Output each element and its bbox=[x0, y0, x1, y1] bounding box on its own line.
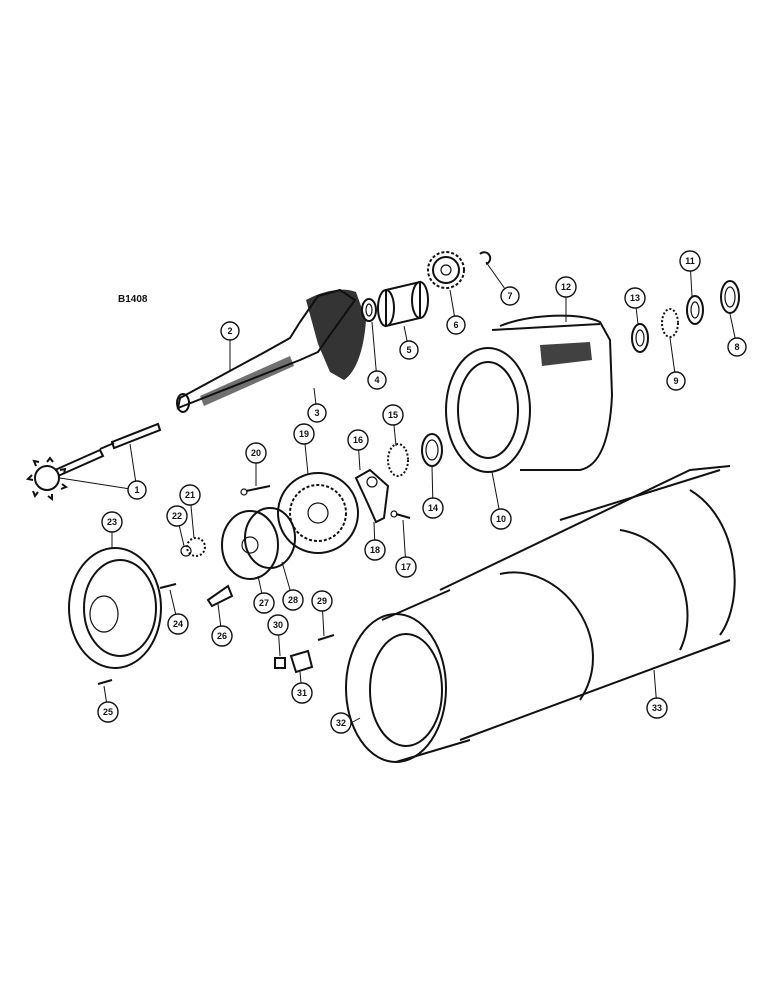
callout-28: 28 bbox=[282, 589, 304, 611]
pinion-gear-drawing bbox=[25, 442, 115, 501]
hub-32-drawing bbox=[345, 589, 471, 763]
callout-16: 16 bbox=[347, 429, 369, 451]
svg-text:27: 27 bbox=[259, 598, 269, 608]
flange-23-drawing bbox=[68, 547, 162, 669]
callout-23: 23 bbox=[101, 511, 123, 533]
svg-text:11: 11 bbox=[685, 256, 695, 266]
svg-text:9: 9 bbox=[673, 376, 678, 386]
svg-text:14: 14 bbox=[428, 503, 438, 513]
callout-12: 12 bbox=[555, 276, 577, 298]
svg-text:26: 26 bbox=[217, 631, 227, 641]
svg-text:28: 28 bbox=[288, 595, 298, 605]
svg-text:10: 10 bbox=[496, 514, 506, 524]
callout-30: 30 bbox=[267, 614, 289, 636]
key-drawing bbox=[110, 422, 162, 450]
axle-shaft-drawing bbox=[176, 288, 366, 413]
svg-text:1: 1 bbox=[134, 485, 139, 495]
callout-22: 22 bbox=[166, 505, 188, 527]
callout-32: 32 bbox=[330, 712, 352, 734]
svg-text:22: 22 bbox=[172, 511, 182, 521]
svg-text:20: 20 bbox=[251, 448, 261, 458]
callout-24: 24 bbox=[167, 613, 189, 635]
callout-7: 7 bbox=[500, 286, 520, 306]
bearing-stack-drawing bbox=[631, 280, 740, 353]
callout-26: 26 bbox=[211, 625, 233, 647]
callout-2: 2 bbox=[220, 321, 240, 341]
bearing-15-14-drawing bbox=[387, 433, 443, 477]
callout-14: 14 bbox=[422, 497, 444, 519]
housing-12-drawing bbox=[445, 314, 614, 473]
svg-text:33: 33 bbox=[652, 703, 662, 713]
callout-18: 18 bbox=[364, 539, 386, 561]
callout-11: 11 bbox=[679, 250, 701, 272]
drum-33-drawing bbox=[439, 465, 736, 741]
svg-text:19: 19 bbox=[299, 429, 309, 439]
spacer-sleeve-drawing bbox=[377, 280, 429, 328]
callout-4: 4 bbox=[367, 370, 387, 390]
small-gear-21-22-drawing bbox=[180, 537, 206, 557]
svg-text:2: 2 bbox=[227, 326, 232, 336]
snap-ring-drawing bbox=[479, 251, 492, 265]
callout-19: 19 bbox=[293, 423, 315, 445]
cam-lever-drawing bbox=[354, 468, 390, 524]
svg-text:21: 21 bbox=[185, 490, 195, 500]
callout-17: 17 bbox=[395, 556, 417, 578]
svg-text:6: 6 bbox=[453, 320, 458, 330]
svg-text:25: 25 bbox=[103, 707, 113, 717]
svg-text:24: 24 bbox=[173, 619, 183, 629]
svg-text:8: 8 bbox=[734, 342, 739, 352]
svg-text:12: 12 bbox=[561, 282, 571, 292]
bolts-drawing bbox=[97, 485, 411, 685]
svg-text:23: 23 bbox=[107, 517, 117, 527]
callout-29: 29 bbox=[311, 590, 333, 612]
svg-text:29: 29 bbox=[317, 596, 327, 606]
callout-5: 5 bbox=[399, 340, 419, 360]
svg-text:17: 17 bbox=[401, 562, 411, 572]
callout-31: 31 bbox=[291, 682, 313, 704]
callout-9: 9 bbox=[666, 371, 686, 391]
callout-27: 27 bbox=[253, 592, 275, 614]
svg-text:3: 3 bbox=[314, 408, 319, 418]
callout-15: 15 bbox=[382, 404, 404, 426]
callout-21: 21 bbox=[179, 484, 201, 506]
svg-text:7: 7 bbox=[507, 291, 512, 301]
callout-33: 33 bbox=[646, 697, 668, 719]
svg-text:5: 5 bbox=[406, 345, 411, 355]
svg-text:15: 15 bbox=[388, 410, 398, 420]
figure-id: B1408 bbox=[118, 294, 148, 305]
svg-text:16: 16 bbox=[353, 435, 363, 445]
callout-8: 8 bbox=[727, 337, 747, 357]
leader-lines bbox=[59, 260, 738, 724]
callout-1: 1 bbox=[127, 480, 147, 500]
svg-text:30: 30 bbox=[273, 620, 283, 630]
svg-text:13: 13 bbox=[630, 293, 640, 303]
svg-text:4: 4 bbox=[374, 375, 379, 385]
svg-text:32: 32 bbox=[336, 718, 346, 728]
svg-text:31: 31 bbox=[297, 688, 307, 698]
planetary-carrier-drawing bbox=[277, 472, 359, 554]
callout-25: 25 bbox=[97, 701, 119, 723]
callout-13: 13 bbox=[624, 287, 646, 309]
callout-20: 20 bbox=[245, 442, 267, 464]
callout-10: 10 bbox=[490, 508, 512, 530]
callout-3: 3 bbox=[307, 403, 327, 423]
plates-27-28-drawing bbox=[221, 507, 296, 580]
bearing-cup-4-drawing bbox=[361, 298, 377, 322]
callout-6: 6 bbox=[446, 315, 466, 335]
drive-gear-drawing bbox=[427, 251, 465, 289]
svg-text:18: 18 bbox=[370, 545, 380, 555]
